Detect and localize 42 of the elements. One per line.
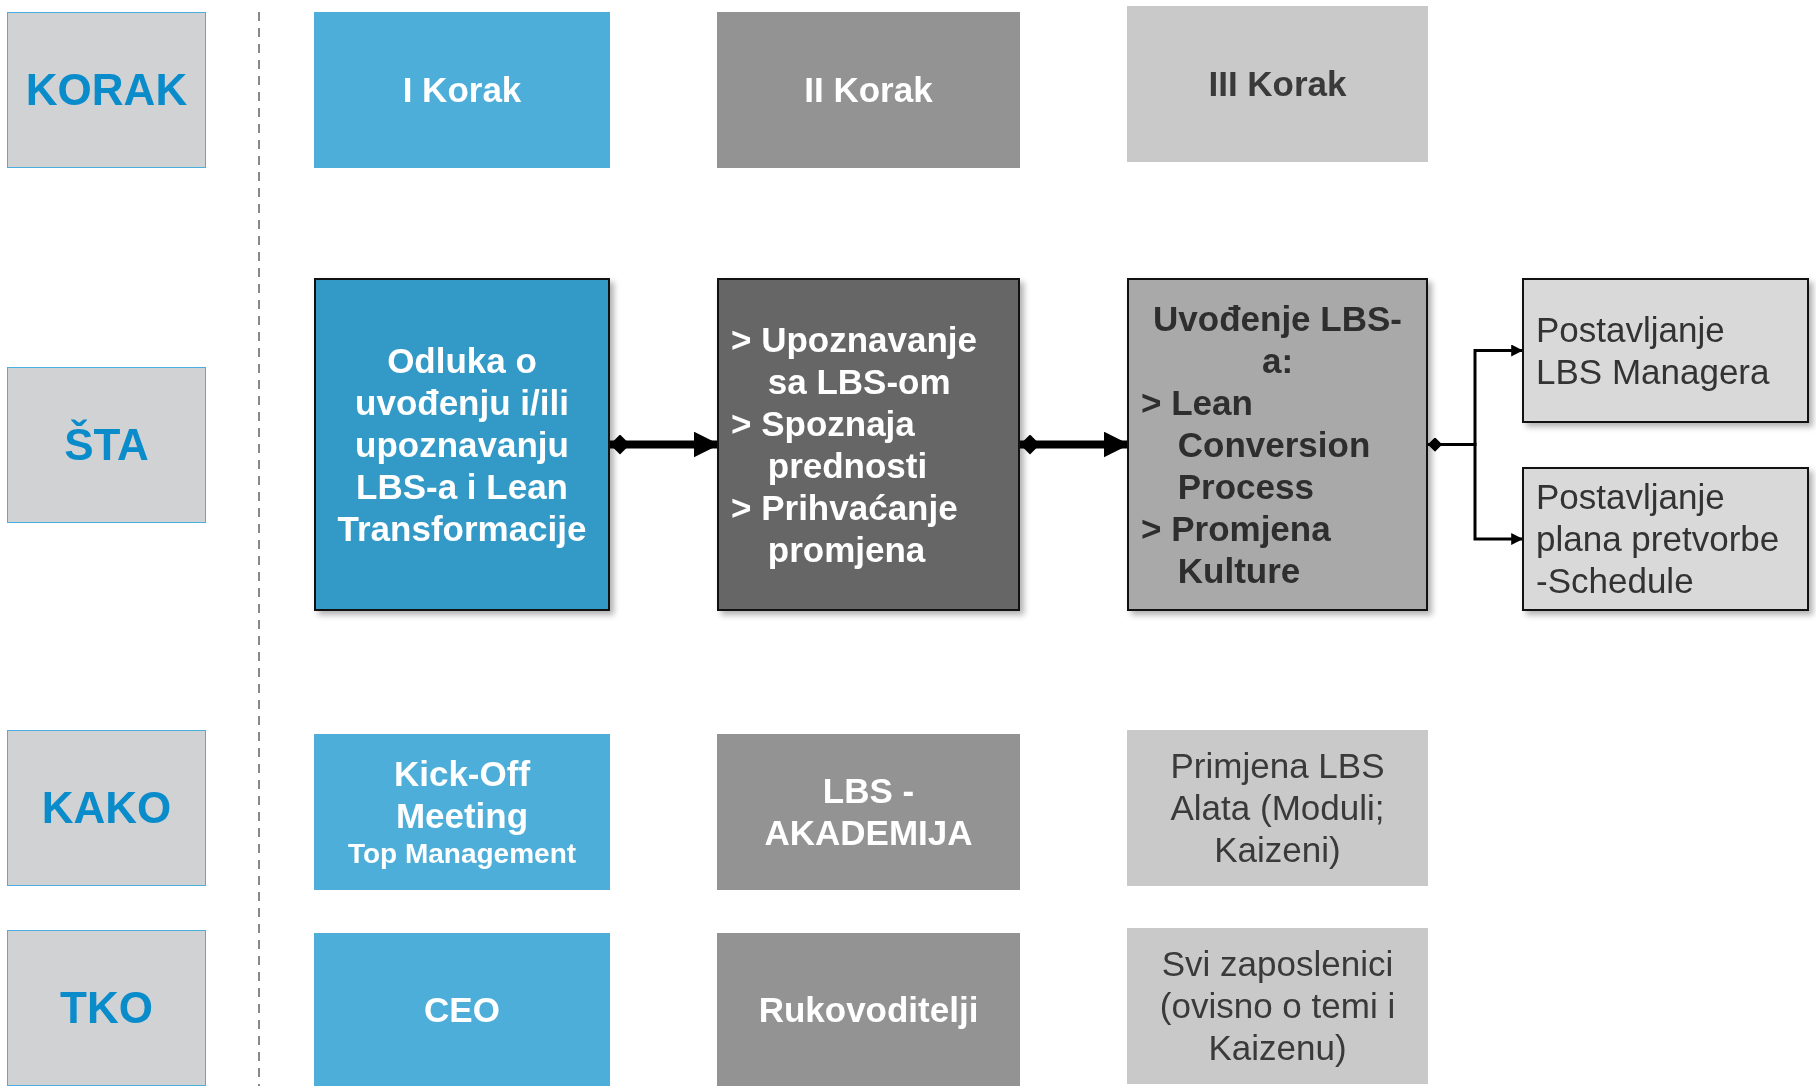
box-text: Svi zaposlenici (ovisno o temi i Kaizenu): [1158, 943, 1397, 1069]
row-heading-box: [7, 730, 206, 886]
box-text: KAKO: [41, 781, 172, 834]
box-text: II Korak: [804, 69, 933, 111]
step-box: [314, 734, 610, 890]
step-box: [717, 12, 1020, 168]
box-text: LBS - AKADEMIJA: [763, 770, 974, 854]
step-box: [717, 933, 1020, 1086]
box-text: > Promjena Kulture: [1141, 507, 1332, 592]
box-text: Kick-Off Meeting: [392, 753, 532, 838]
box-text: CEO: [424, 988, 500, 1031]
row-heading-box: [7, 367, 206, 523]
box-text: Postavljanje LBS Managera: [1536, 308, 1771, 393]
row-heading-box: [7, 930, 206, 1086]
process-box: [1522, 467, 1809, 611]
box-text: > Prihvaćanje promjena: [731, 486, 959, 571]
process-box: [717, 278, 1020, 611]
box-text: Postavljanje plana pretvorbe -Schedule: [1536, 476, 1781, 602]
box-text: Uvođenje LBS-a:: [1152, 297, 1403, 382]
box-text: Rukovoditelji: [758, 988, 979, 1031]
box-text: III Korak: [1208, 63, 1347, 105]
process-box: [1522, 278, 1809, 423]
step-box: [314, 933, 610, 1086]
arrow: [1428, 437, 1524, 545]
box-text: > Upoznavanje sa LBS-om: [731, 318, 979, 403]
box-text: KORAK: [25, 63, 188, 116]
step-box: [1127, 928, 1428, 1084]
process-box: [1127, 278, 1428, 611]
process-box: [314, 278, 610, 611]
step-box: [717, 734, 1020, 890]
box-text: Top Management: [347, 837, 577, 871]
step-box: [314, 12, 610, 168]
box-text: > Lean Conversion Process: [1141, 381, 1372, 508]
box-text: TKO: [60, 981, 153, 1034]
box-text: I Korak: [402, 69, 522, 111]
step-box: [1127, 730, 1428, 886]
box-text: Odluka o uvođenju i/ili upoznavanju LBS-a i Lean Transformacije: [336, 339, 588, 550]
step-box: [1127, 6, 1428, 162]
box-text: Primjena LBS Alata (Moduli; Kaizeni): [1169, 745, 1386, 871]
box-text: ŠTA: [64, 418, 149, 471]
box-text: > Spoznaja prednosti: [731, 402, 929, 487]
row-heading-box: [7, 12, 206, 168]
